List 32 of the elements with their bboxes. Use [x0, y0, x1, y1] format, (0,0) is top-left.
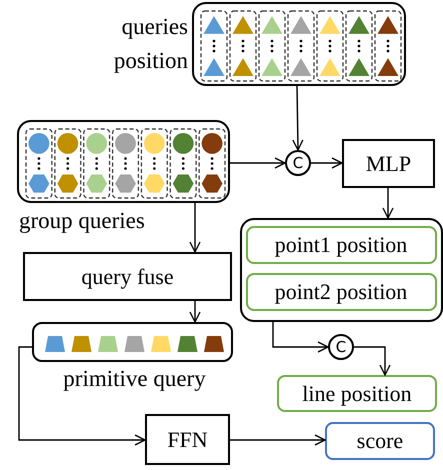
- concat-symbol: C: [336, 339, 346, 355]
- process-box: [342, 139, 435, 188]
- node-label: line position: [302, 382, 412, 406]
- node-label: query fuse: [81, 264, 174, 288]
- concat-circle: [328, 334, 354, 360]
- process-box: [23, 252, 232, 301]
- node-label: FFN: [167, 428, 208, 452]
- position-box: [246, 272, 436, 310]
- arrow: [272, 322, 329, 353]
- concat-circle: [285, 150, 311, 176]
- concat-symbol: C: [292, 155, 304, 171]
- node-label: score: [356, 429, 404, 453]
- arrow: [230, 157, 286, 169]
- arrow: [18, 346, 146, 446]
- panel-label: group queries: [19, 208, 146, 234]
- arrow: [189, 203, 201, 253]
- process-box: [145, 414, 230, 465]
- node-label: point2 position: [274, 280, 408, 304]
- output-box: [325, 422, 435, 460]
- position-box: [246, 226, 436, 264]
- panel-label: queries position: [112, 13, 188, 75]
- arrow: [311, 157, 343, 169]
- position-group-panel: [240, 218, 443, 322]
- arrow: [230, 434, 326, 446]
- node-label: MLP: [366, 152, 412, 176]
- position-box: [277, 375, 437, 412]
- node-label: point1 position: [274, 232, 408, 256]
- arrow: [189, 301, 201, 323]
- arrow: [292, 86, 304, 151]
- arrow: [382, 188, 394, 219]
- panel-label: primitive query: [62, 366, 207, 392]
- arrow: [354, 346, 391, 376]
